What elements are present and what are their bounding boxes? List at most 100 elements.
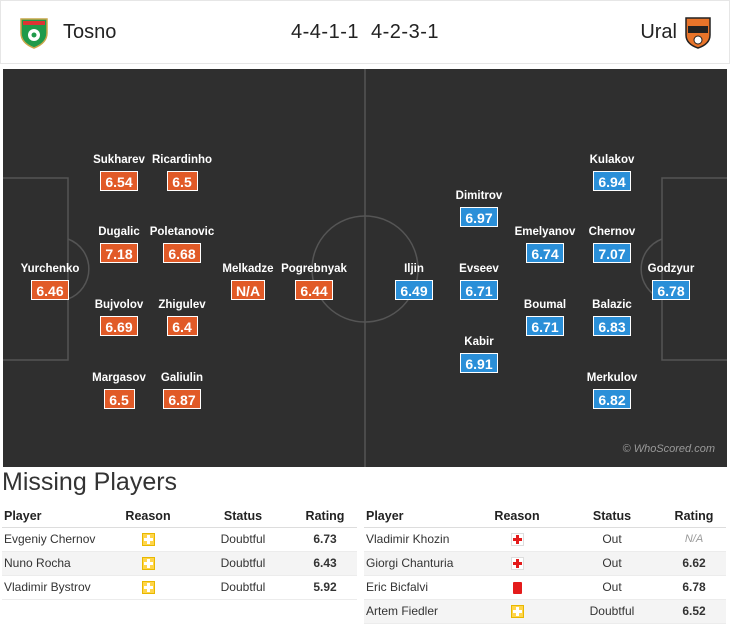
player-name: Galiulin [160,372,204,384]
player-name: Margasov [92,372,146,384]
status-cell: Out [562,575,662,600]
doubtful-icon [510,605,524,619]
injury-icon [510,557,524,571]
player-rating: 6.74 [526,243,564,263]
player-dimitrov[interactable]: Dimitrov 6.97 [434,189,524,228]
player-ilijn[interactable]: Iljin 6.49 [369,262,459,301]
player-yurchenko[interactable]: Yurchenko 6.46 [5,262,95,301]
player-name: Dimitrov [455,190,503,202]
player-dugalic[interactable]: Dugalic 7.18 [74,225,164,264]
column-header-rating[interactable]: Rating [293,505,357,528]
player-name: Sukharev [93,154,145,166]
home-team-name[interactable]: Tosno [63,21,117,43]
ural-crest-icon[interactable] [683,15,713,49]
player-name-cell[interactable]: Artem Fiedler [364,599,472,624]
player-kulakov[interactable]: Kulakov 6.94 [567,153,657,192]
player-name: Melkadze [222,263,274,275]
home-missing-players-table: Player Reason Status Rating Evgeniy Cher… [2,505,357,600]
player-name: Evseev [459,263,499,275]
red-card-icon [512,581,522,594]
column-header-reason[interactable]: Reason [103,505,193,528]
player-ricardinho[interactable]: Ricardinho 6.5 [137,153,227,192]
player-rating: 7.18 [100,243,138,263]
column-header-status[interactable]: Status [193,505,293,528]
column-header-player[interactable]: Player [364,505,472,528]
player-name: Godzyur [647,263,695,275]
player-rating: 6.87 [163,389,201,409]
player-name: Emelyanov [514,226,576,238]
player-name: Kulakov [589,154,635,166]
player-melkadze[interactable]: Melkadze N/A [203,262,293,301]
player-pogrebnyak[interactable]: Pogrebnyak 6.44 [269,262,359,301]
player-name: Iljin [404,263,424,275]
status-cell: Doubtful [193,527,293,552]
player-margasov[interactable]: Margasov 6.5 [74,371,164,410]
table-row: Giorgi Chanturia Out 6.62 [364,551,726,576]
rating-cell: 6.73 [293,527,357,552]
player-name: Ricardinho [151,154,213,166]
player-rating: 6.46 [31,280,69,300]
rating-cell: 5.92 [293,575,357,600]
match-header: Tosno 4-4-1-1 4-2-3-1 Ural [0,0,730,64]
rating-cell: 6.52 [662,599,726,624]
player-name: Boumal [523,299,567,311]
reason-cell [103,575,193,600]
away-team-name[interactable]: Ural [640,21,677,43]
player-zhigulev[interactable]: Zhigulev 6.4 [137,298,227,337]
player-name: Chernov [588,226,636,238]
home-formation: 4-4-1-1 [291,21,359,43]
injury-icon [510,533,524,547]
player-name-cell[interactable]: Vladimir Bystrov [2,575,103,600]
player-emelyanov[interactable]: Emelyanov 6.74 [500,225,590,264]
doubtful-icon [141,533,155,547]
player-rating: N/A [230,280,266,300]
player-name: Yurchenko [20,263,80,275]
player-rating: 6.91 [460,353,498,373]
player-name-cell[interactable]: Nuno Rocha [2,551,103,576]
rating-cell: N/A [662,527,726,552]
player-name-cell[interactable]: Giorgi Chanturia [364,551,472,576]
player-boumal[interactable]: Boumal 6.71 [500,298,590,337]
rating-cell: 6.78 [662,575,726,600]
player-rating: 6.82 [593,389,631,409]
status-cell: Doubtful [562,599,662,624]
tosno-crest-icon[interactable] [19,15,49,49]
status-cell: Out [562,551,662,576]
player-name-cell[interactable]: Evgeniy Chernov [2,527,103,552]
table-row: Vladimir Khozin Out N/A [364,527,726,552]
column-header-reason[interactable]: Reason [472,505,562,528]
player-rating: 6.69 [100,316,138,336]
player-bujvolov[interactable]: Bujvolov 6.69 [74,298,164,337]
reason-cell [472,599,562,624]
player-rating: 6.68 [163,243,201,263]
player-chernov[interactable]: Chernov 7.07 [567,225,657,264]
column-header-status[interactable]: Status [562,505,662,528]
player-kabir[interactable]: Kabir 6.91 [434,335,524,374]
player-name: Dugalic [98,226,140,238]
player-poletanovic[interactable]: Poletanovic 6.68 [137,225,227,264]
table-row: Vladimir Bystrov Doubtful 5.92 [2,575,357,600]
player-balazic[interactable]: Balazic 6.83 [567,298,657,337]
player-rating: 6.49 [395,280,433,300]
table-row: Artem Fiedler Doubtful 6.52 [364,599,726,624]
player-merkulov[interactable]: Merkulov 6.82 [567,371,657,410]
reason-cell [472,575,562,600]
reason-cell [103,527,193,552]
column-header-rating[interactable]: Rating [662,505,726,528]
player-name-cell[interactable]: Eric Bicfalvi [364,575,472,600]
player-name-cell[interactable]: Vladimir Khozin [364,527,472,552]
player-name: Kabir [464,336,494,348]
player-rating: 7.07 [593,243,631,263]
whoscored-watermark: © WhoScored.com [622,443,715,455]
player-godzyur[interactable]: Godzyur 6.78 [626,262,716,301]
player-name: Pogrebnyak [281,263,347,275]
reason-cell [472,551,562,576]
rating-cell: 6.62 [662,551,726,576]
player-name: Bujvolov [94,299,144,311]
away-formation: 4-2-3-1 [371,21,439,43]
column-header-player[interactable]: Player [2,505,103,528]
player-galiulin[interactable]: Galiulin 6.87 [137,371,227,410]
player-rating: 6.71 [526,316,564,336]
player-sukharev[interactable]: Sukharev 6.54 [74,153,164,192]
player-evseev[interactable]: Evseev 6.71 [434,262,524,301]
